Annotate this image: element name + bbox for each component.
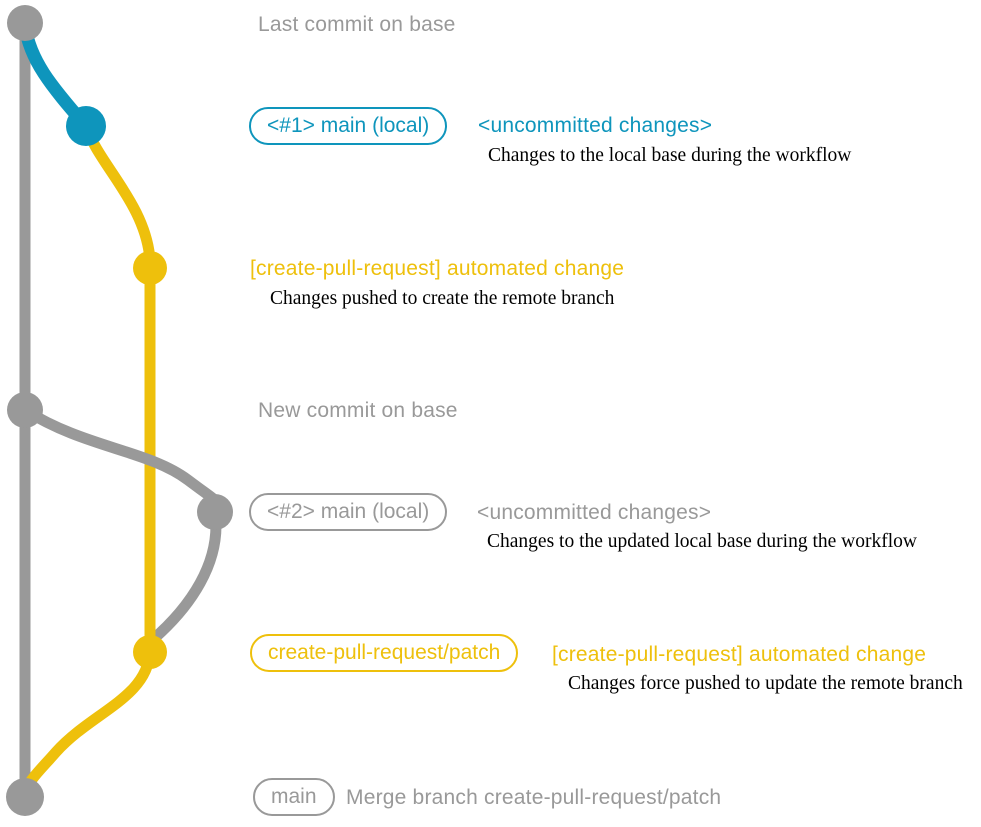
patch-merge-curve: [20, 651, 156, 793]
commit-graph: [6, 5, 233, 816]
commit-dot-local-main-1: [66, 106, 106, 146]
commit-dot-local-main-2: [197, 494, 233, 530]
push2-title: [create-pull-request] automated change: [552, 643, 927, 666]
commit-dot-last-base: [7, 5, 43, 41]
merge-commit-label: Merge branch create-pull-request/patch: [346, 786, 722, 809]
patch-branch-badge: create-pull-request/patch: [250, 634, 519, 672]
commit-dot-merge: [6, 778, 44, 816]
main2-to-patch-curve: [146, 511, 222, 647]
branch1-note: <uncommitted changes>: [478, 114, 713, 137]
push1-caption: Changes pushed to create the remote bran…: [270, 288, 615, 309]
commit-dot-new-base: [7, 392, 43, 428]
commit-dot-patch-1: [133, 251, 167, 285]
branch2-note: <uncommitted changes>: [477, 501, 712, 524]
branch1-caption: Changes to the local base during the wor…: [488, 145, 852, 166]
push1-title: [create-pull-request] automated change: [250, 257, 625, 280]
main-branch-badge: main: [253, 778, 335, 816]
branch2-badge: <#2> main (local): [249, 493, 448, 531]
base-to-main2-curve: [22, 405, 222, 513]
commit-dot-patch-2: [133, 635, 167, 669]
main1-to-patch-curve: [80, 124, 156, 261]
branch2-caption: Changes to the updated local base during…: [487, 531, 917, 552]
branch1-badge: <#1> main (local): [249, 107, 448, 145]
new-commit-label: New commit on base: [258, 399, 458, 422]
push2-caption: Changes force pushed to update the remot…: [568, 673, 963, 694]
last-commit-label: Last commit on base: [258, 13, 456, 36]
